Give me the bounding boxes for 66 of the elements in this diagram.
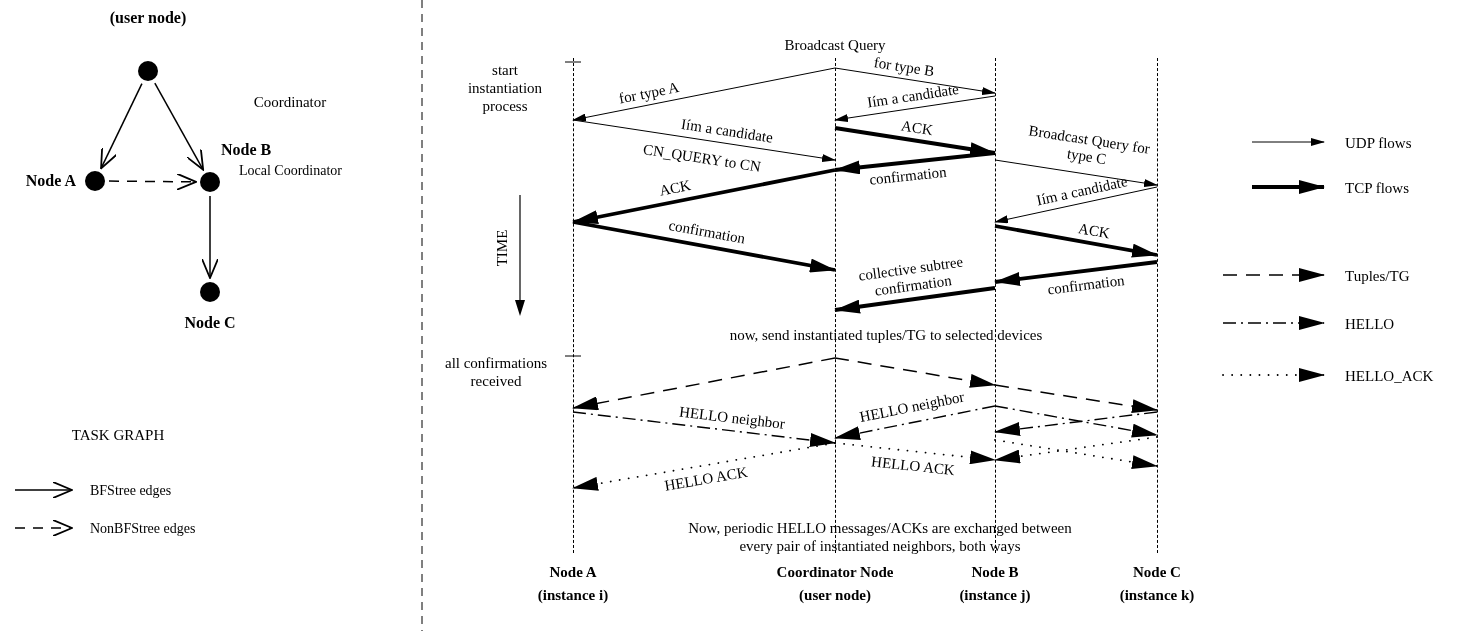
edge-label: HELLO ACK bbox=[663, 464, 750, 495]
arrow bbox=[572, 119, 836, 162]
arrow bbox=[201, 195, 219, 279]
edge-label: ACK bbox=[900, 117, 934, 139]
node-label: (user node) bbox=[108, 8, 188, 28]
edge-label: HELLO neighbor bbox=[858, 388, 966, 426]
edge-label: Iím a candidate bbox=[866, 81, 961, 112]
arrow bbox=[994, 224, 1158, 258]
arrow bbox=[994, 439, 1158, 469]
note-text: TASK GRAPH bbox=[70, 426, 166, 444]
arrow bbox=[994, 260, 1158, 286]
legend-label: HELLO_ACK bbox=[1345, 367, 1434, 386]
arrow bbox=[572, 67, 836, 122]
arrow bbox=[994, 405, 1158, 438]
arrow bbox=[572, 168, 836, 224]
arrow bbox=[572, 411, 836, 447]
edge-label: for type A bbox=[617, 78, 681, 107]
arrow bbox=[834, 151, 996, 175]
edge-label: Iím a candidate bbox=[1034, 173, 1129, 209]
edge-label: HELLO ACK bbox=[870, 453, 956, 480]
arrow bbox=[994, 384, 1158, 414]
legend-label: UDP flows bbox=[1345, 134, 1412, 153]
lifeline-label: Node B (instance j) bbox=[958, 563, 1032, 605]
legend-label: HELLO bbox=[1345, 315, 1395, 334]
arrow bbox=[994, 411, 1158, 436]
arrow bbox=[834, 357, 996, 388]
arrow bbox=[834, 286, 996, 314]
lifeline-label: Node C (instance k) bbox=[1118, 563, 1196, 605]
edge-label: confirmation bbox=[869, 163, 948, 189]
arrow bbox=[154, 82, 205, 171]
legend-label: Tuples/TG bbox=[1345, 267, 1410, 286]
edge-label: collective subtree confirmation bbox=[856, 252, 966, 301]
arrow bbox=[994, 186, 1158, 224]
note-text: now, send instantiated tuples/TG to selected devices bbox=[728, 326, 1044, 344]
arrow bbox=[100, 82, 143, 170]
note-text: start instantiation process bbox=[466, 61, 544, 115]
edge-label: ACK bbox=[658, 177, 693, 200]
arrow bbox=[994, 159, 1158, 187]
note-text: Now, periodic HELLO messages/ACKs are exchanged between every pair of instantiated neighbors, both ways bbox=[687, 519, 1073, 555]
note-text: TIME bbox=[493, 228, 511, 269]
arrow bbox=[572, 357, 836, 411]
arrow bbox=[834, 442, 996, 465]
note-text: Broadcast Query bbox=[783, 36, 887, 54]
legend-label: TCP flows bbox=[1345, 179, 1410, 198]
arrow bbox=[834, 67, 996, 95]
legend-label: BFStree edges bbox=[90, 482, 172, 500]
arrow bbox=[108, 172, 197, 191]
node-label: Node B bbox=[221, 140, 273, 160]
node-label: Node C bbox=[183, 313, 237, 333]
note-text: Coordinator bbox=[252, 93, 328, 111]
edge-label: for type B bbox=[872, 53, 936, 80]
arrow bbox=[834, 405, 996, 440]
edge-label: HELLO neighbor bbox=[678, 403, 786, 433]
edge-label: ACK bbox=[1077, 219, 1112, 242]
lifeline-label: Coordinator Node (user node) bbox=[775, 563, 895, 605]
edge-label: confirmation bbox=[1046, 271, 1126, 298]
node-label: Node A bbox=[24, 171, 76, 191]
legend-label: NonBFStree edges bbox=[90, 520, 196, 538]
lifeline-label: Node A (instance i) bbox=[536, 563, 610, 605]
node-caption: Local Coordinator bbox=[239, 162, 344, 180]
arrow bbox=[994, 436, 1158, 464]
edge-label: confirmation bbox=[666, 217, 747, 248]
arrow bbox=[572, 220, 836, 273]
edge-label: Broadcast Query for type C bbox=[1026, 121, 1153, 169]
arrow bbox=[834, 95, 996, 123]
note-text: all confirmations received bbox=[443, 354, 549, 390]
